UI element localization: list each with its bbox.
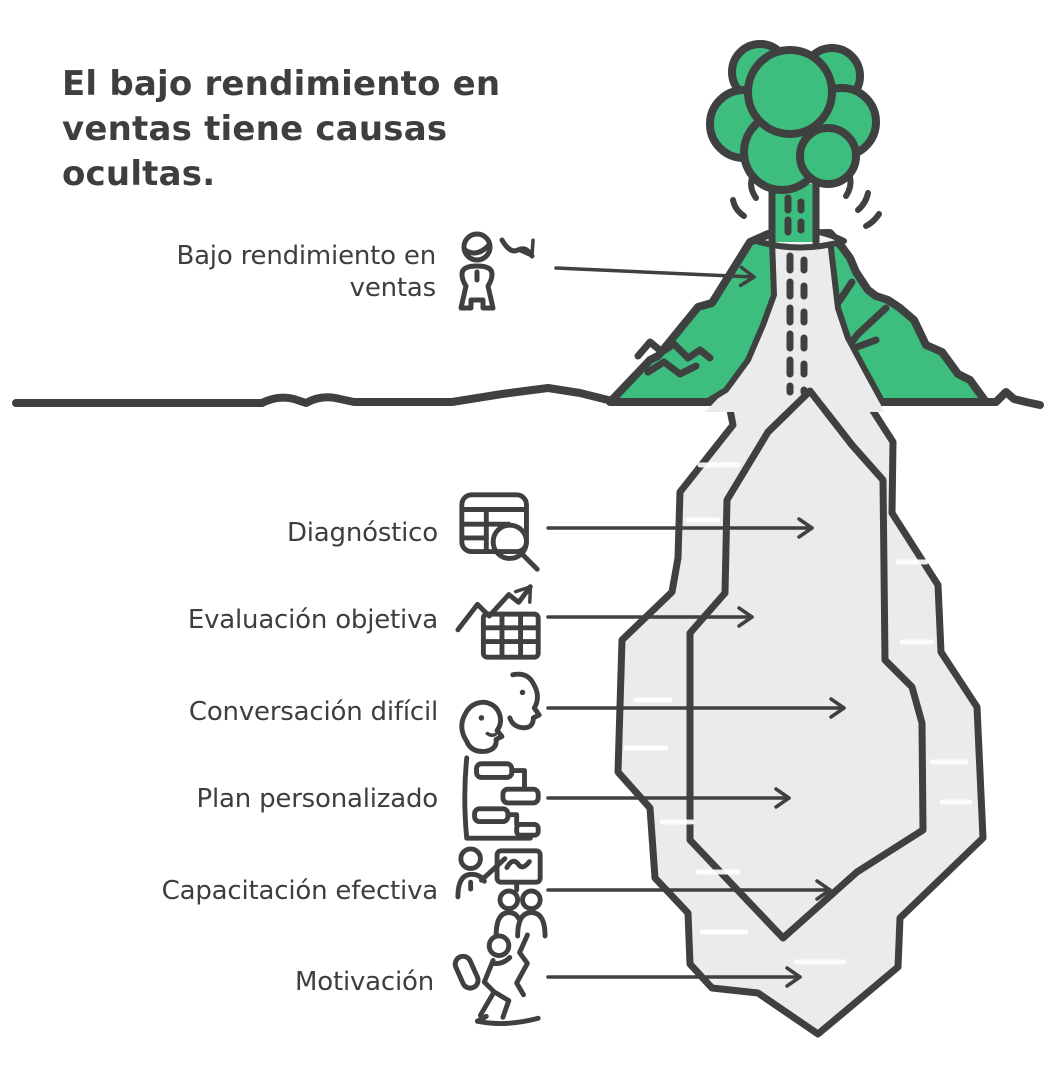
tree <box>706 40 882 246</box>
mountain-ridge-left <box>634 338 714 362</box>
hidden-cause-label: Capacitación efectiva <box>161 876 439 906</box>
hidden-cause-row-motivacion: Motivación <box>0 932 548 1030</box>
iceberg-apex <box>764 387 856 449</box>
trainer-presentation-icon <box>455 846 548 939</box>
two-faces-conversation-icon <box>459 671 542 754</box>
connector-arrows <box>546 265 846 988</box>
hidden-cause-label: Evaluación objetiva <box>187 605 438 635</box>
hidden-cause-row-diagnostico: Diagnóstico <box>0 485 548 581</box>
gantt-plan-icon <box>462 755 541 841</box>
hidden-cause-row-capacitacion: Capacitación efectiva <box>0 843 548 939</box>
hidden-cause-label: Diagnóstico <box>286 518 438 548</box>
surface-cause-label: Bajo rendimiento en ventas <box>176 240 436 304</box>
rising-chart-table-icon <box>455 584 541 660</box>
hidden-cause-row-plan: Plan personalizado <box>0 751 548 847</box>
ice-highlight-streaks <box>623 462 973 965</box>
hidden-cause-row-conversacion: Conversación difícil <box>0 664 548 760</box>
splash-marks <box>730 174 882 229</box>
tree-foliage <box>706 40 880 194</box>
hidden-cause-label: Conversación difícil <box>188 697 438 727</box>
person-declining-arrow-icon <box>458 231 535 311</box>
hidden-cause-row-evaluacion: Evaluación objetiva <box>0 572 548 668</box>
climbing-person-icon <box>452 932 541 1026</box>
hidden-cause-label: Plan personalizado <box>196 784 439 814</box>
hidden-cause-label: Motivación <box>295 967 434 997</box>
page-title: El bajo rendimiento en ventas tiene caus… <box>62 64 501 194</box>
arrow-surface-cause <box>554 265 756 288</box>
mountain-ridge-left-2 <box>644 358 700 378</box>
table-magnifier-icon <box>459 492 540 572</box>
iceberg-underwater-shape <box>614 387 987 1038</box>
surface-cause-row: Bajo rendimiento en ventas <box>0 224 548 320</box>
